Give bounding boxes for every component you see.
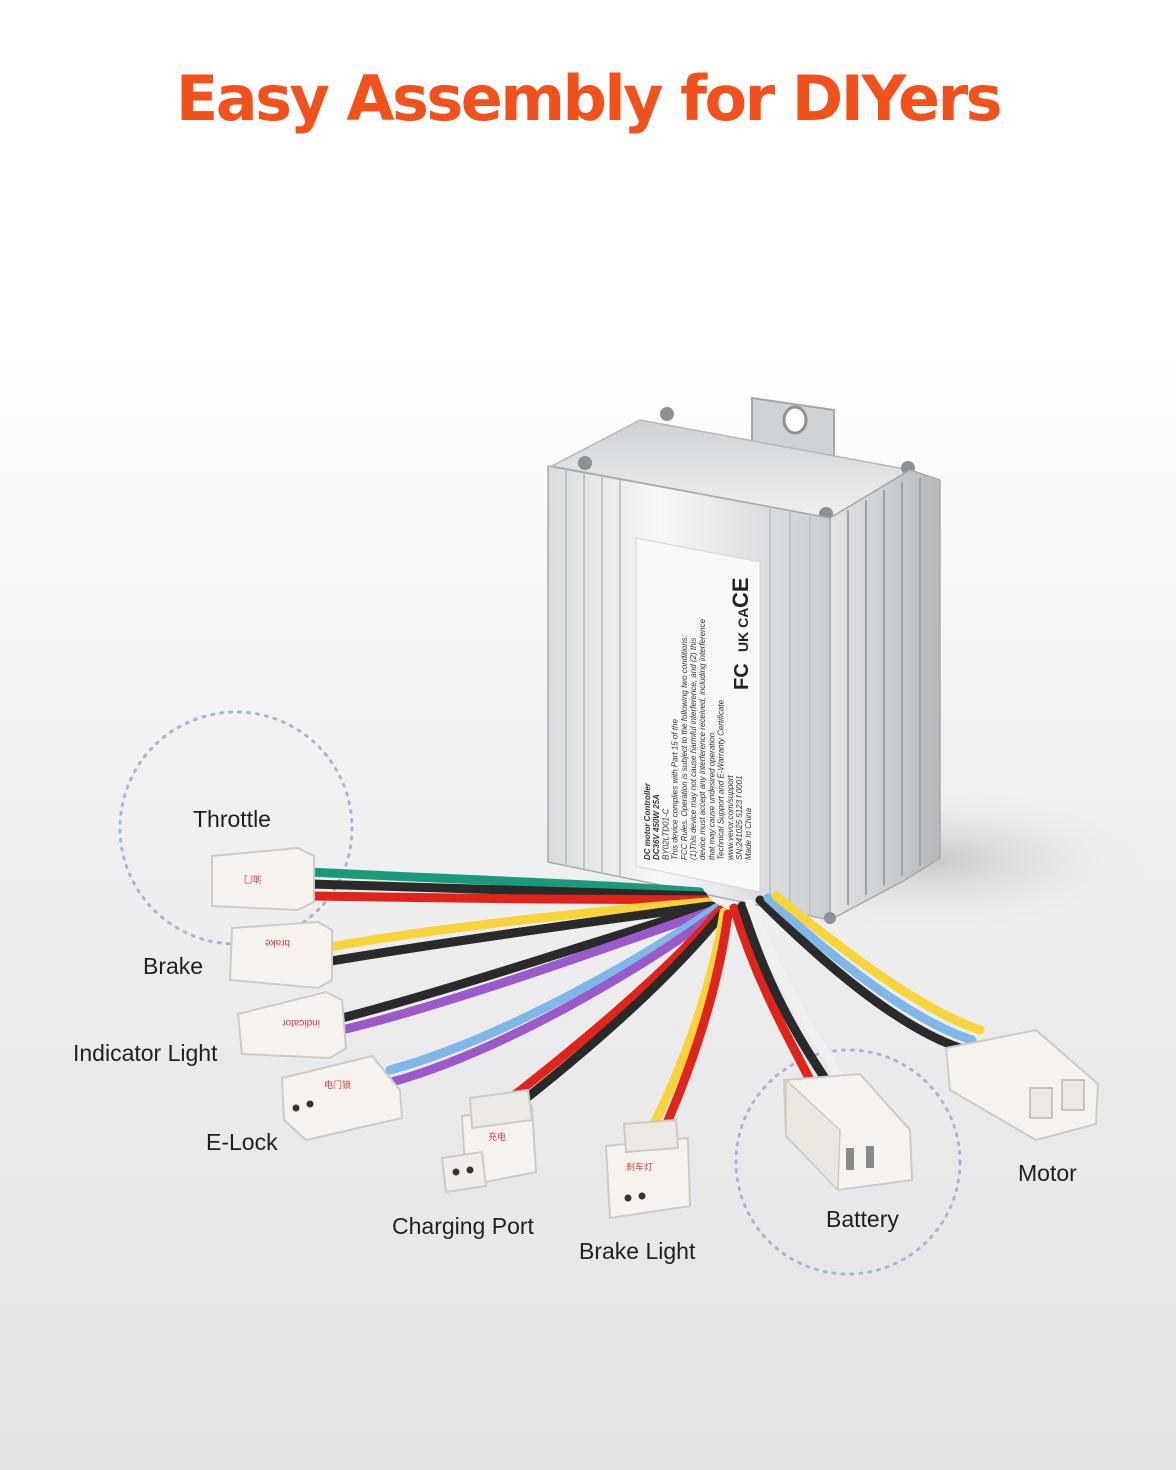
indicator-connector-tag: indicator <box>282 1017 320 1028</box>
e-lock-label: E-Lock <box>206 1129 278 1155</box>
page-title: Easy Assembly for DIYers <box>175 62 1003 135</box>
wire-bundle <box>305 867 985 1135</box>
controller-label-line: device must accept any interference rece… <box>698 618 707 860</box>
controller-label-line: www.vevor.com/support <box>726 775 735 860</box>
charging-connector-tag: 充电 <box>488 1131 506 1142</box>
charging-port-connector: 充电 <box>440 1088 538 1194</box>
throttle-connector-tag: 油门 <box>244 874 262 885</box>
controller-label-line: that may cause undesired operation. <box>707 731 716 860</box>
controller-label-line: BY02LTD01-C <box>661 808 670 860</box>
brake-light-connector-tag: 刹车灯 <box>626 1161 653 1172</box>
battery-label: Battery <box>826 1206 899 1232</box>
brake-connector-tag: brake <box>265 937 290 948</box>
controller-label <box>635 537 761 893</box>
ukca-mark: UK CA <box>735 608 751 652</box>
throttle-connector: 油门 <box>211 846 315 912</box>
controller-label-line: Technical Support and E-Warranty Certifi… <box>717 699 726 860</box>
brake-label: Brake <box>143 953 204 979</box>
charging-port-label: Charging Port <box>392 1213 534 1239</box>
indicator-light-connector: indicator <box>236 990 348 1060</box>
brake-light-connector: 刹车灯 <box>604 1118 692 1220</box>
controller-label-line: Made In China <box>744 807 753 860</box>
brake-light-label: Brake Light <box>579 1238 696 1264</box>
ce-mark: CE <box>728 577 753 608</box>
motor-connector <box>944 1028 1100 1142</box>
controller-label-line: SN:241025 5123 f 0001 <box>735 775 744 860</box>
controller-label-line: (1)This device may not cause harmful int… <box>689 638 698 860</box>
brake-connector: brake <box>228 920 333 990</box>
throttle-label: Throttle <box>193 806 271 832</box>
motor-label: Motor <box>1018 1160 1077 1186</box>
e-lock-connector-tag: 电门锁 <box>324 1079 351 1090</box>
battery-highlight-ring <box>734 1048 962 1276</box>
fcc-mark: FC <box>731 663 753 690</box>
controller-label-line: This device complies with Part 15 of the <box>671 718 680 860</box>
controller-label-line: DC motor Controller <box>643 782 652 860</box>
controller-label-line: DC36V 450W 25A <box>652 794 661 860</box>
e-lock-connector: 电门锁 <box>280 1054 404 1142</box>
battery-connector <box>782 1072 914 1192</box>
indicator-light-label: Indicator Light <box>73 1040 218 1066</box>
controller-label-line: FCC Rules. Operation is subject to the f… <box>680 635 689 860</box>
